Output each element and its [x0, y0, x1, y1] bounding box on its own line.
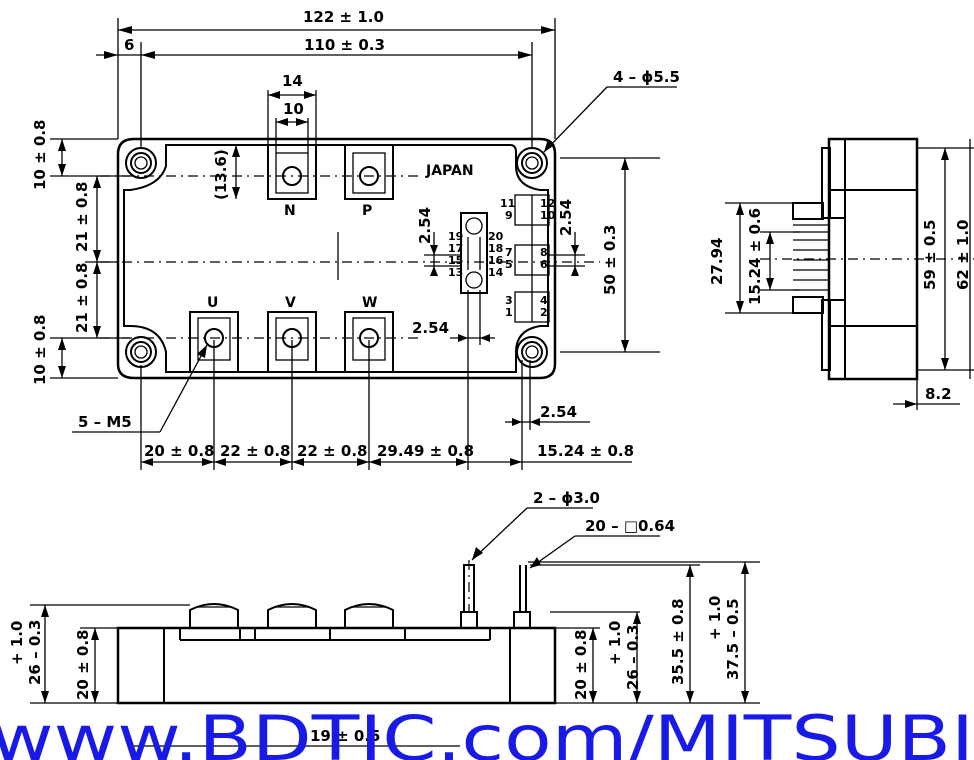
mount-hole-tl: [125, 147, 157, 179]
dim-height: 50 ± 0.3: [601, 225, 619, 295]
dim-left-bottom: 10 ± 0.8: [31, 315, 49, 385]
dim-b1: 20 ± 0.8: [144, 442, 214, 460]
dim-height-left-minus: 26 – 0.3: [26, 620, 44, 685]
pin-1: 1: [505, 306, 513, 319]
control-pin-block-left: [460, 212, 488, 294]
dim-total-plus: + 1.0: [706, 596, 724, 640]
label-u: U: [207, 295, 218, 311]
mount-hole-bl: [125, 336, 157, 368]
dim-total-minus: 37.5 – 0.5: [724, 598, 742, 680]
dim-mount-hole: 4 – ϕ5.5: [613, 68, 680, 86]
mount-hole-tr: [516, 147, 548, 179]
pin-10: 10: [540, 209, 556, 222]
side-view: 27.94 15.24 ± 0.6 59 ± 0.5 62 ± 1.0 8.2: [708, 137, 974, 410]
dim-pin-hole: 2 – ϕ3.0: [533, 489, 600, 507]
pin-12: 12: [540, 197, 555, 210]
dim-pin-center: 15.24 ± 0.6: [746, 208, 764, 305]
pin-4: 4: [540, 294, 548, 307]
pin-2: 2: [540, 306, 548, 319]
label-w: W: [362, 295, 377, 311]
dim-pin-height: 35.5 ± 0.8: [669, 598, 687, 685]
terminal-p: [344, 144, 394, 200]
pin-14: 14: [488, 266, 504, 279]
dim-b2: 22 ± 0.8: [220, 442, 290, 460]
dim-height-right-plus: + 1.0: [606, 621, 624, 665]
dim-pin-pitch-right: 2.54: [557, 199, 575, 236]
dim-overall-length: 122 ± 1.0: [303, 8, 384, 26]
control-pin-block-right: [514, 194, 550, 323]
watermark: www.BDTIC.com/MITSUBI: [0, 702, 974, 760]
dim-height-left-plus: + 1.0: [8, 621, 26, 665]
pin-8: 8: [540, 246, 548, 259]
dim-left-lower: 21 ± 0.8: [73, 263, 91, 333]
dim-edge-offset: 6: [124, 36, 134, 54]
dim-base-right: 20 ± 0.8: [572, 630, 590, 700]
dim-pin-square: 20 – □0.64: [585, 517, 675, 535]
pin-18: 18: [488, 242, 503, 255]
dim-screw: 5 – M5: [78, 413, 132, 431]
pin-17: 17: [448, 242, 463, 255]
pin-7: 7: [505, 246, 513, 259]
front-terminal-2: [267, 603, 317, 628]
dim-pin-pitch-lower: 2.54: [540, 403, 577, 421]
pin-20: 20: [488, 230, 504, 243]
front-pin-left: [460, 560, 478, 629]
dim-bottom: 19 ± 0.5: [310, 727, 380, 745]
dim-b4: 29.49 ± 0.8: [377, 442, 474, 460]
dim-mount-pitch: 110 ± 0.3: [304, 36, 385, 54]
pin-15: 15: [448, 254, 463, 267]
pin-11: 11: [500, 197, 515, 210]
dim-left-top: 10 ± 0.8: [31, 120, 49, 190]
pin-16: 16: [488, 254, 504, 267]
dim-terminal-height: (13.6): [212, 149, 230, 200]
dim-left-upper: 21 ± 0.8: [73, 182, 91, 252]
pin-6: 6: [540, 258, 548, 271]
side-pins: [792, 202, 829, 314]
label-n: N: [284, 203, 296, 219]
pin-9: 9: [505, 209, 513, 222]
pin-19: 19: [448, 230, 463, 243]
dim-terminal-width-outer: 14: [282, 72, 303, 90]
pin-13: 13: [448, 266, 463, 279]
top-view: 19 17 15 13 20 18 16 14 11 9 12 10 7 5 8…: [31, 8, 680, 470]
label-p: P: [362, 203, 372, 219]
module-inner-outline: [123, 144, 549, 373]
pin-3: 3: [505, 294, 513, 307]
front-pin-right: [513, 565, 531, 629]
dim-thickness: 8.2: [925, 385, 952, 403]
label-v: V: [285, 295, 296, 311]
dim-pin-pitch-bottom: 2.54: [412, 319, 449, 337]
front-view: 2 – ϕ3.0 20 – □0.64 + 1.0 26 – 0.3 20 ± …: [8, 489, 760, 747]
dim-width-outer: 62 ± 1.0: [954, 220, 972, 290]
dim-width-inner: 59 ± 0.5: [921, 220, 939, 290]
dim-b5: 15.24 ± 0.8: [537, 442, 634, 460]
dim-terminal-width-inner: 10: [283, 100, 304, 118]
dim-height-right-minus: 26 – 0.3: [624, 625, 642, 690]
dim-pin-pitch-left: 2.54: [416, 207, 434, 244]
dim-base-left: 20 ± 0.8: [74, 630, 92, 700]
pin-5: 5: [505, 258, 513, 271]
terminal-n: [267, 144, 317, 200]
front-terminal-3: [344, 603, 394, 628]
module-body: [116, 137, 557, 380]
label-japan: JAPAN: [425, 163, 474, 179]
dim-b3: 22 ± 0.8: [297, 442, 367, 460]
front-terminal-1: [189, 603, 239, 628]
dim-pin-span: 27.94: [708, 238, 726, 285]
